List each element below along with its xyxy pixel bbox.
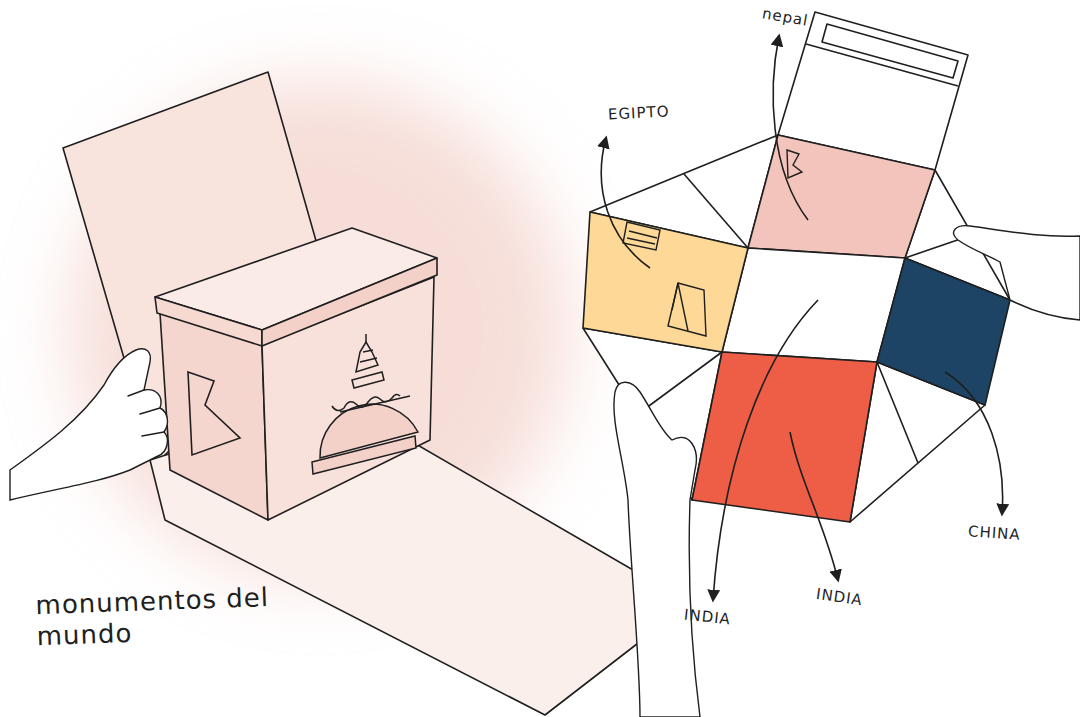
- box-net-part: [638, 352, 722, 414]
- panel-symbols-part: [787, 150, 802, 178]
- hand-left-part: [10, 349, 167, 500]
- stupa-cutout-part: [365, 334, 367, 342]
- leader-arrows-part: [713, 300, 818, 600]
- panel-symbols-part: [678, 283, 688, 331]
- figure-title: monumentos del mundo: [35, 582, 277, 653]
- box-net-part: [877, 362, 918, 463]
- flag-cutout-part: [188, 372, 240, 455]
- stupa-cutout-part: [320, 404, 418, 458]
- panel-symbols-part: [623, 222, 660, 250]
- hand-left-part: [128, 390, 164, 436]
- hands-net-part: [614, 382, 700, 717]
- stupa-cutout-part: [360, 358, 377, 362]
- leader-arrows: [601, 36, 1002, 600]
- box-net-part: [877, 258, 1010, 405]
- country-label: nepal: [761, 4, 810, 30]
- hands-net-part: [954, 226, 1080, 320]
- panel-symbols-part: [629, 231, 657, 238]
- box-net-part: [583, 212, 748, 352]
- country-label: CHINA: [967, 522, 1021, 544]
- panel-symbols-part: [672, 283, 678, 310]
- leader-arrows-part: [601, 138, 650, 268]
- stupa-cutout: [312, 334, 418, 474]
- stupa-cutout-part: [340, 396, 410, 412]
- hands-net: [614, 226, 1080, 717]
- leader-arrows-part: [945, 372, 1003, 514]
- popup-card-part: [160, 313, 268, 520]
- popup-card-part: [262, 258, 437, 346]
- panel-symbols-part: [668, 283, 706, 336]
- leader-arrows-part: [773, 36, 808, 220]
- stupa-cutout-part: [356, 342, 378, 372]
- panel-symbols: [623, 150, 802, 336]
- country-label: EGIPTO: [608, 102, 670, 123]
- popup-card-part: [155, 297, 262, 346]
- leader-arrows-part: [790, 432, 838, 580]
- box-net-part: [822, 24, 958, 78]
- stupa-cutout-part: [363, 350, 373, 352]
- stupa-cutout-part: [332, 394, 400, 410]
- hand-left: [10, 349, 167, 500]
- flag-cutout: [188, 372, 240, 455]
- stupa-cutout-part: [352, 372, 384, 388]
- box-net-part: [748, 135, 935, 258]
- box-net-part: [692, 352, 877, 522]
- country-label: INDIA: [815, 585, 864, 609]
- panel-symbols-part: [627, 238, 655, 244]
